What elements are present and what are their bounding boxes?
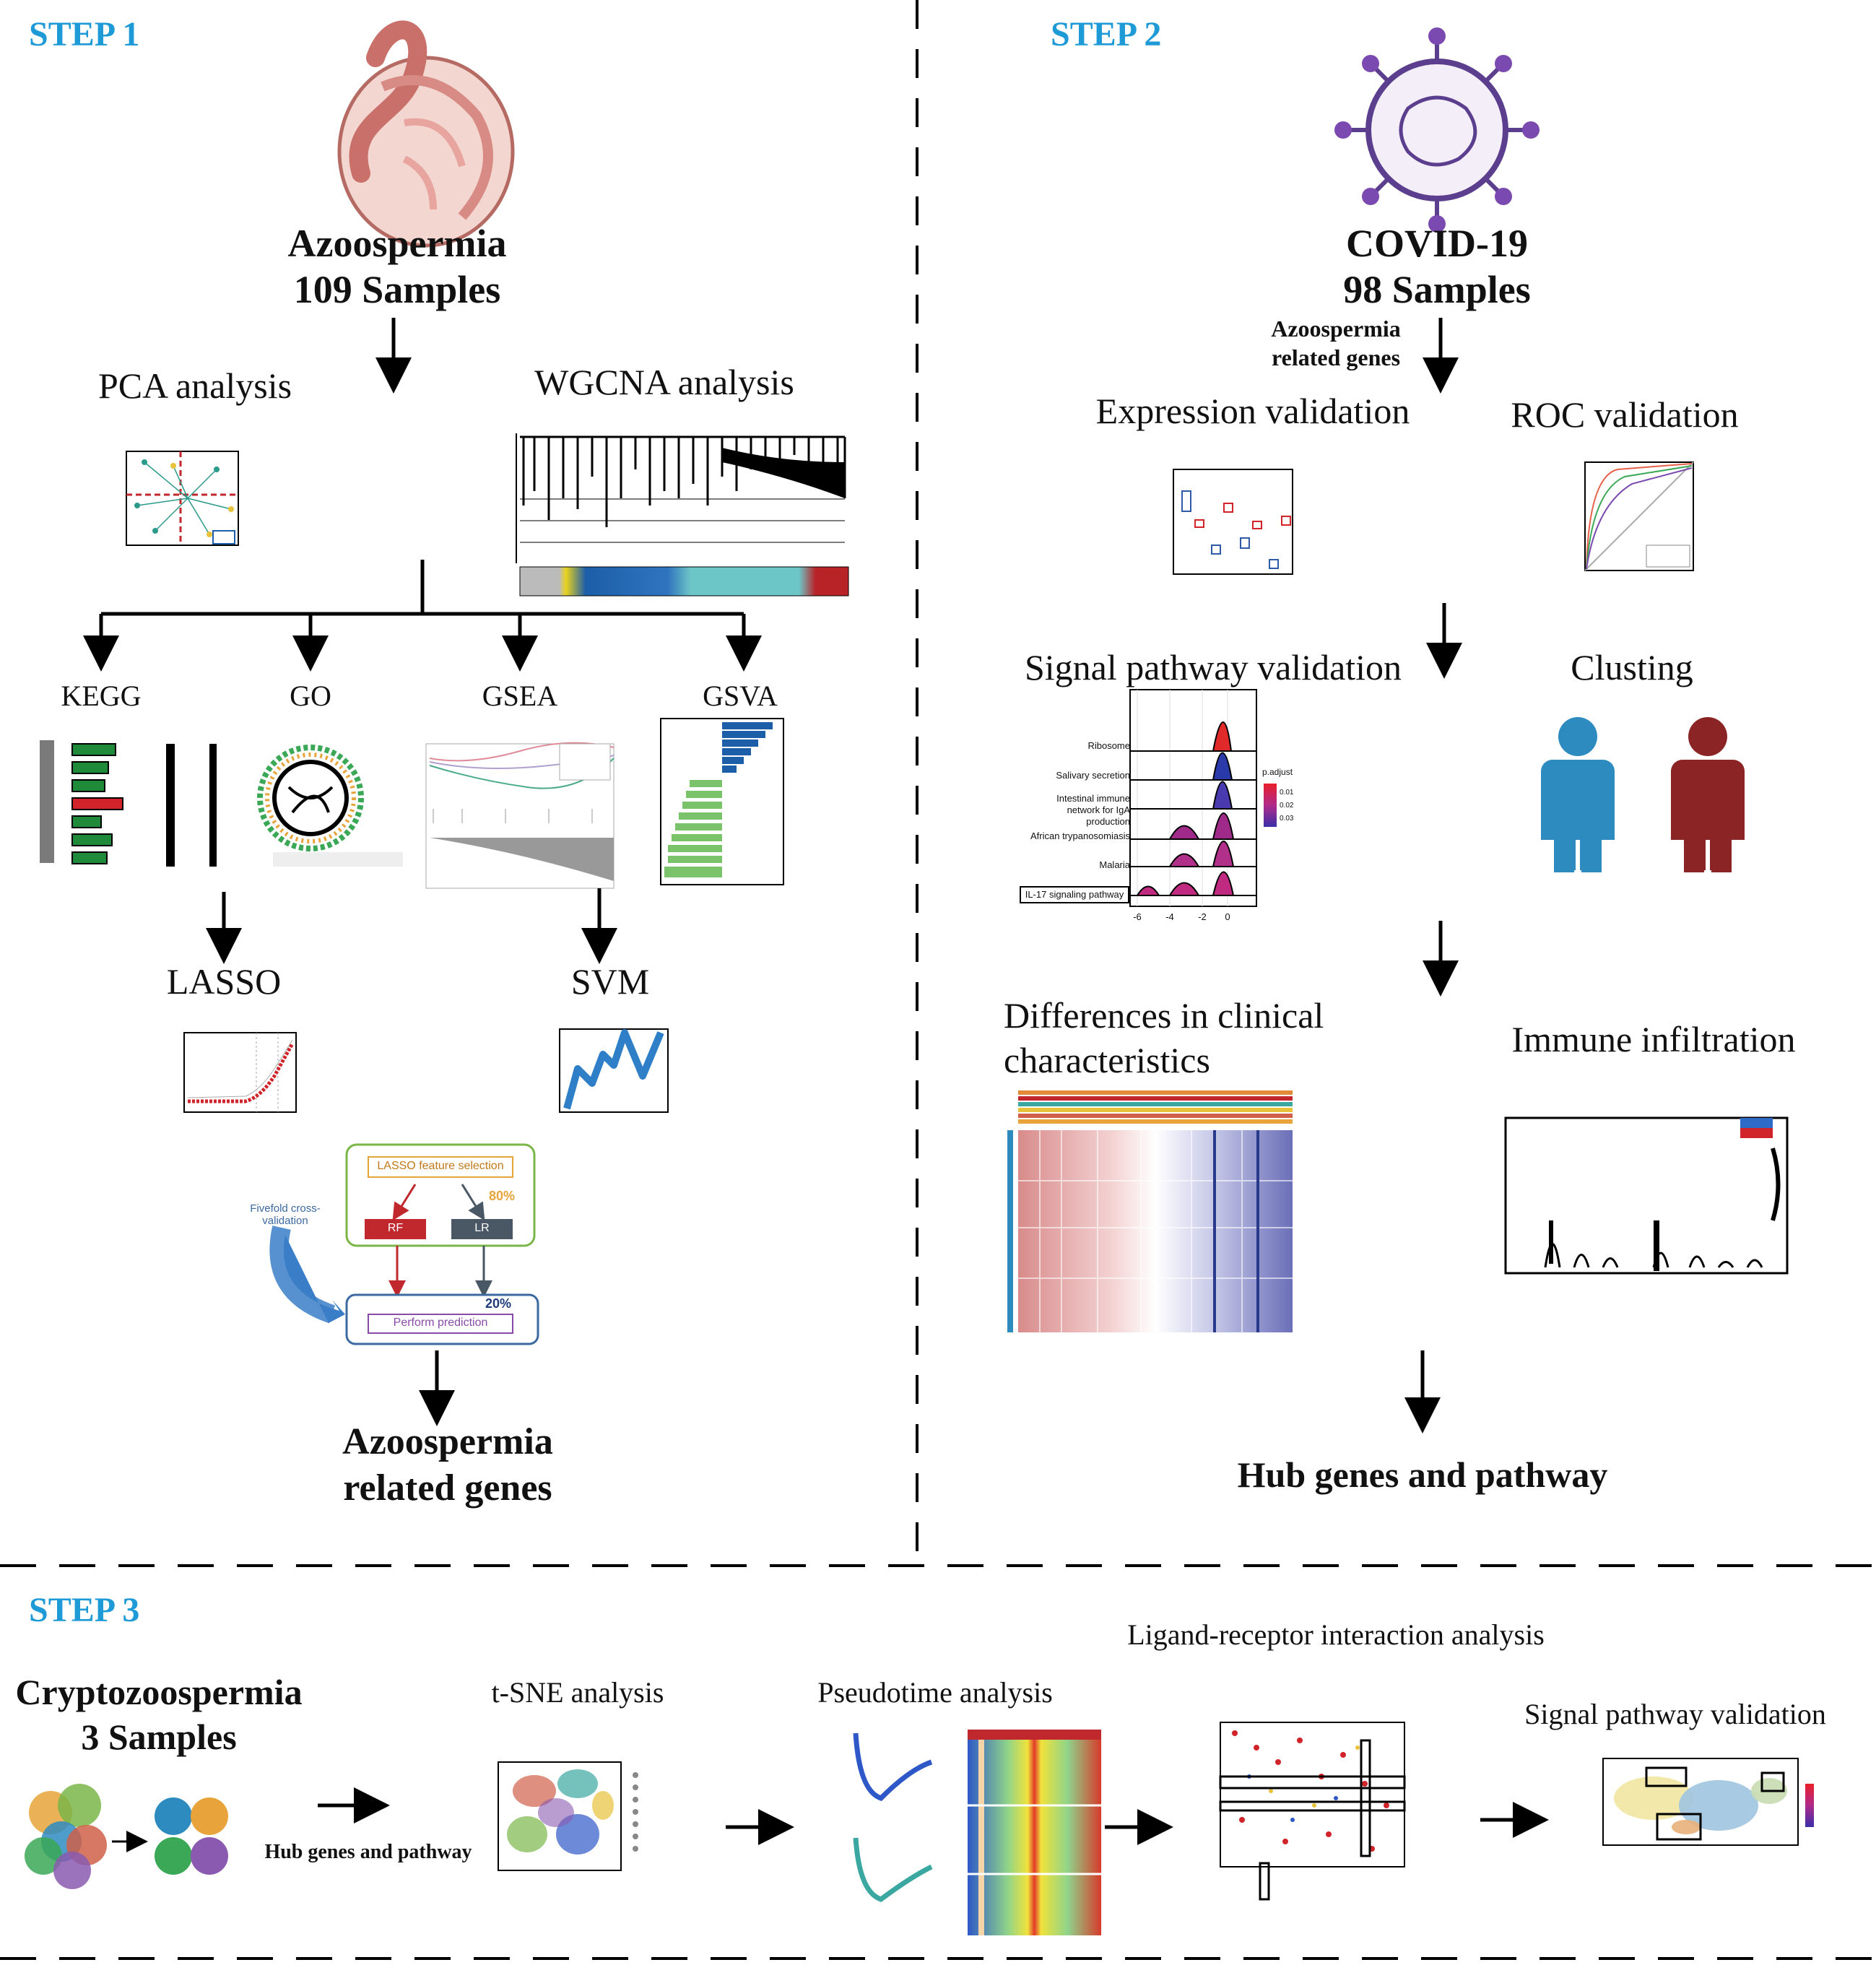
cells-after-icon: [155, 1797, 228, 1875]
ridge-plot: [1020, 689, 1277, 907]
svm-label: SVM: [570, 961, 650, 1002]
immune-violin: [1504, 1116, 1789, 1275]
step1-dataset-name: Azoospermia: [287, 222, 507, 265]
perform-prediction-label: Perform prediction: [393, 1316, 488, 1329]
clinical-characteristics-label: Differences in clinical characteristics: [1004, 995, 1324, 1080]
go-label: GO: [290, 680, 331, 712]
step3-input: Hub genes and pathway: [264, 1841, 472, 1863]
signal-pathway-validation-label: Signal pathway validation: [1024, 647, 1402, 687]
step3-dataset-samples: 3 Samples: [81, 1717, 237, 1757]
gsva-chart: [660, 718, 784, 885]
gsea-chart: [425, 742, 615, 889]
step2-result: Hub genes and pathway: [1237, 1454, 1608, 1495]
ridge-label-intestinal: Intestinal immune network for IgA produc…: [1056, 793, 1130, 827]
ligand-dotplot: [1219, 1722, 1406, 1901]
lasso-label: LASSO: [166, 961, 282, 1002]
ligand-receptor-label: Ligand-receptor interaction analysis: [1127, 1618, 1545, 1651]
ridge-label-ribosome: Ribosome: [1087, 740, 1130, 751]
pseudotime-analysis-label: Pseudotime analysis: [817, 1676, 1053, 1709]
roc-plot: [1584, 461, 1694, 571]
step1-result: Azoospermia related genes: [342, 1421, 553, 1509]
roc-validation-label: ROC validation: [1511, 394, 1739, 435]
ml-flow: [269, 1143, 539, 1345]
ridge-label-malaria: Malaria: [1099, 859, 1130, 870]
ridge-tick-2: -2: [1198, 911, 1207, 922]
tsne-plot: [498, 1761, 638, 1871]
cells-before-icon: [25, 1784, 107, 1889]
ridge-label-african: African trypanosomiasis: [1030, 830, 1130, 841]
ridge-label-salivary: Salivary secretion: [1056, 770, 1130, 781]
go-chart: [257, 745, 403, 867]
step3-label: STEP 3: [29, 1591, 140, 1629]
lasso-plot: [183, 1032, 297, 1113]
ridge-legend-tick-2: 0.03: [1280, 815, 1294, 823]
step1-label: STEP 1: [29, 15, 140, 53]
step1-dataset: Azoospermia 109 Samples: [260, 220, 534, 313]
lr-label: LR: [474, 1222, 490, 1234]
step2-input-genes: Azoospermia related genes: [1271, 316, 1401, 370]
ridge-tick-0: -6: [1133, 911, 1142, 922]
virus-icon: [1334, 27, 1540, 233]
cross-validation-label: Fivefold cross-validation: [250, 1202, 321, 1227]
il17-tsne-plot: [1602, 1758, 1814, 1846]
step1-dataset-samples: 109 Samples: [293, 268, 501, 311]
testis-icon: [337, 20, 515, 248]
step2-dataset-name: COVID-19: [1346, 222, 1528, 265]
immune-infiltration-label: Immune infiltration: [1511, 1019, 1796, 1059]
expression-boxplot: [1173, 469, 1293, 575]
wgcna-dendrogram: [516, 433, 849, 597]
clinical-heatmap: [1007, 1090, 1293, 1332]
step2-dataset: COVID-19 98 Samples: [1293, 220, 1581, 313]
ridge-legend-tick-0: 0.01: [1280, 789, 1294, 797]
cluster-b-person-icon: [1671, 717, 1745, 872]
pseudotime-plot: [848, 1726, 1101, 1935]
ridge-tick-1: -4: [1165, 911, 1174, 922]
pca-analysis-label: PCA analysis: [97, 365, 292, 406]
ridge-tick-3: 0: [1225, 911, 1230, 922]
ridge-label-il17: IL-17 signaling pathway: [1025, 889, 1124, 900]
rf-label: RF: [387, 1222, 404, 1234]
svm-plot: [559, 1028, 669, 1113]
clusting-label: Clusting: [1571, 647, 1693, 687]
kegg-chart: [40, 740, 217, 867]
step2-label: STEP 2: [1051, 15, 1162, 53]
step3-dataset-name: Cryptozoospermia: [15, 1672, 303, 1712]
step3-dataset: Cryptozoospermia 3 Samples: [7, 1670, 311, 1759]
pca-plot: [126, 451, 239, 546]
wgcna-analysis-label: WGCNA analysis: [534, 362, 794, 402]
train-percent: 80%: [488, 1189, 516, 1203]
gsea-label: GSEA: [482, 680, 558, 712]
ridge-legend-title: p.adjust: [1262, 767, 1293, 777]
lasso-feature-selection-label: LASSO feature selection: [377, 1160, 504, 1172]
tree-connector: [101, 560, 744, 616]
cluster-a-person-icon: [1541, 717, 1615, 872]
tsne-analysis-label: t-SNE analysis: [491, 1676, 664, 1709]
gsva-label: GSVA: [703, 680, 778, 712]
ridge-legend-tick-1: 0.02: [1280, 802, 1294, 810]
test-percent: 20%: [485, 1296, 512, 1311]
step2-dataset-samples: 98 Samples: [1343, 268, 1531, 311]
step3-signal-pathway-label: Signal pathway validation: [1524, 1698, 1826, 1730]
expression-validation-label: Expression validation: [1095, 391, 1410, 431]
kegg-label: KEGG: [61, 680, 142, 712]
